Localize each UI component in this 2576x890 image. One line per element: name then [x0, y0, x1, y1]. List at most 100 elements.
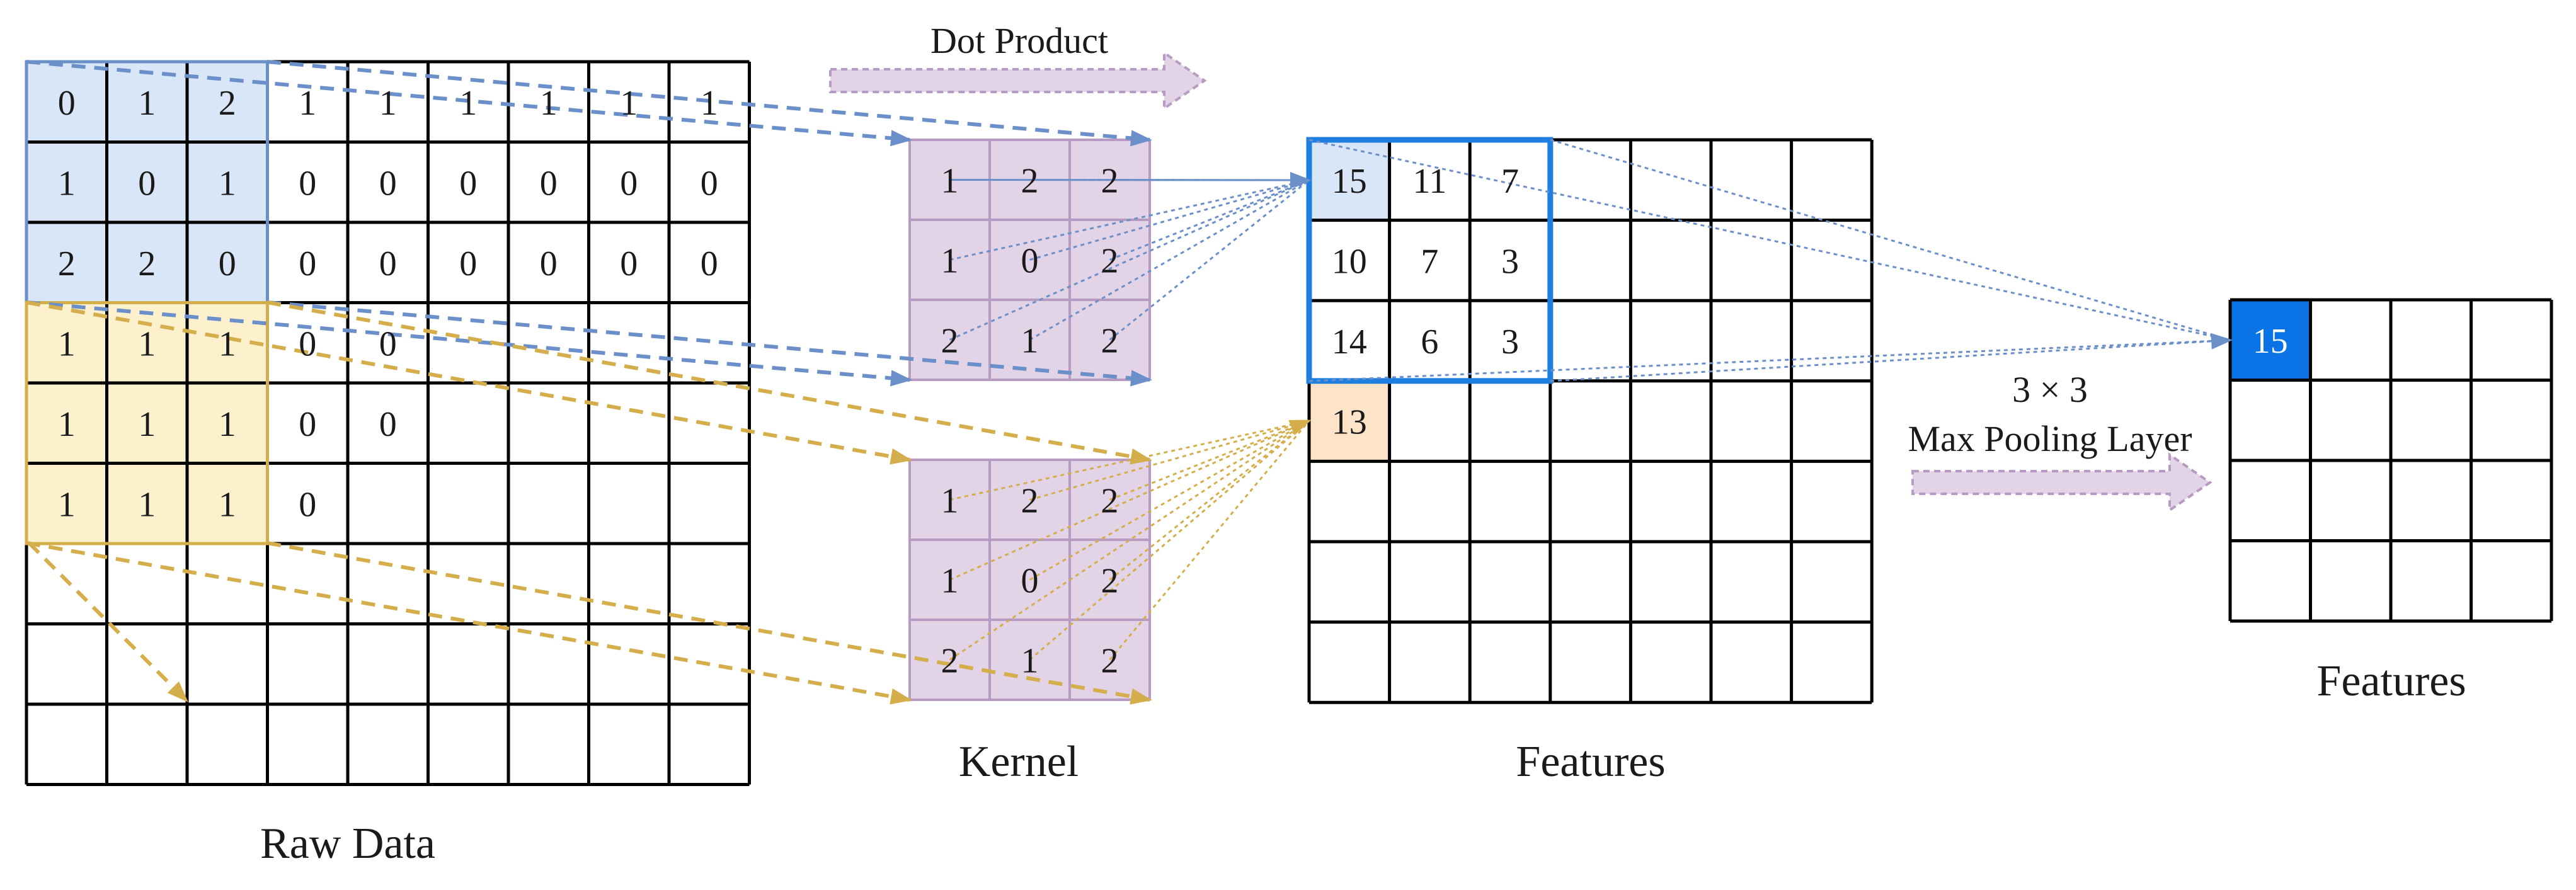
raw-data-cell: 0 — [138, 164, 156, 203]
raw-window-yellow — [26, 302, 268, 544]
raw-data-cell: 0 — [58, 84, 76, 123]
raw-data-cell: 0 — [620, 244, 638, 283]
kernel-bottom-cell: 2 — [1101, 562, 1119, 601]
max-pooling-arrow: 3 × 3 Max Pooling Layer — [1908, 369, 2212, 513]
max-pooling-label: Max Pooling Layer — [1908, 418, 2192, 459]
raw-data-cell: 1 — [219, 485, 236, 524]
raw-data-cell: 1 — [219, 405, 236, 444]
raw-to-kernel-bottom-line — [26, 300, 912, 465]
kernel-top-cell: 2 — [941, 322, 959, 361]
kernel-top-to-feature-line — [1109, 179, 1310, 181]
kernel-bottom-cell: 1 — [941, 562, 959, 601]
raw-data-cell: 0 — [459, 244, 477, 283]
feature-cell: 6 — [1421, 322, 1438, 362]
connector-lines — [26, 60, 2233, 705]
kernel-top-cell: 0 — [1021, 242, 1039, 281]
pool-to-output-line — [1308, 139, 2231, 341]
stride-arrow — [27, 541, 188, 702]
raw-to-kernel-bottom-line — [266, 300, 1152, 465]
feature-cell: 10 — [1332, 242, 1367, 281]
raw-data-cell: 0 — [701, 244, 718, 283]
raw-data-cell: 0 — [701, 164, 718, 203]
kernel-top-cell: 1 — [941, 242, 959, 281]
raw-data-grid — [25, 60, 751, 786]
pooled-grid — [2228, 298, 2553, 623]
raw-data-cell: 1 — [701, 84, 718, 123]
kernel-bottom-to-feature-line — [1109, 419, 1310, 581]
raw-data-cell: 1 — [58, 485, 76, 524]
kernel-bottom-cell: 2 — [941, 642, 959, 681]
raw-data-cell: 2 — [219, 84, 236, 123]
raw-data-cell: 1 — [138, 84, 156, 123]
pooled-features-label: Features — [2316, 657, 2466, 705]
raw-data-cell: 1 — [540, 84, 558, 123]
raw-data-cell: 1 — [58, 324, 76, 363]
raw-data-cell: 0 — [620, 164, 638, 203]
kernel-top-cell: 2 — [1101, 162, 1119, 201]
kernel-bottom-to-feature-line — [1109, 420, 1310, 661]
raw-data-cell: 0 — [379, 324, 397, 363]
pool-to-output-line — [1550, 333, 2233, 382]
raw-data-cell: 0 — [299, 324, 316, 363]
raw-data-cell: 0 — [540, 164, 558, 203]
raw-data-cell: 1 — [219, 164, 236, 203]
raw-data-cell: 1 — [299, 84, 316, 123]
kernel-bottom-to-feature-line — [949, 419, 1310, 501]
kernel-top-to-feature-line — [949, 179, 1310, 341]
pool-to-output-line — [1308, 339, 2231, 382]
feature-cell: 3 — [1501, 322, 1519, 362]
raw-data-cell: 1 — [219, 324, 236, 363]
raw-data-cell: 1 — [459, 84, 477, 123]
raw-window-blue — [26, 62, 268, 303]
features-label: Features — [1516, 738, 1665, 786]
kernel-top-to-feature-line — [1109, 179, 1310, 261]
raw-data-cell: 0 — [540, 244, 558, 283]
dot-product-label: Dot Product — [930, 20, 1108, 61]
raw-data-cell: 2 — [138, 244, 156, 283]
raw-data-cell: 2 — [58, 244, 76, 283]
raw-window-yellow-outline — [25, 301, 269, 545]
raw-data-cell: 0 — [299, 485, 316, 524]
kernel-bottom-to-feature-line — [1109, 419, 1312, 501]
feature-cell: 3 — [1501, 242, 1519, 281]
grids — [25, 60, 2553, 786]
raw-data-cell: 0 — [299, 405, 316, 444]
feature-cell: 11 — [1412, 162, 1446, 201]
raw-to-kernel-top-line — [26, 60, 912, 147]
kernel-top-cell: 1 — [941, 162, 959, 201]
kernel-bottom-cell: 1 — [941, 482, 959, 521]
pooled-cell-highlight — [2230, 300, 2311, 380]
kernel-bottom-to-feature-line — [949, 419, 1310, 581]
raw-data-cell: 1 — [379, 84, 397, 123]
kernel-bottom-cell: 2 — [1021, 482, 1039, 521]
raw-data-cell: 0 — [299, 244, 316, 283]
raw-data-cell: 1 — [138, 485, 156, 524]
feature-cell: 7 — [1421, 242, 1438, 281]
kernel-bottom-to-feature-line — [1029, 419, 1310, 501]
kernel-bottom-to-feature-line — [1029, 419, 1310, 581]
raw-data-cell: 1 — [58, 405, 76, 444]
kernel-bottom-to-feature-line — [1029, 419, 1310, 661]
features-grid — [1307, 138, 1874, 704]
raw-to-kernel-top-line — [266, 60, 1152, 147]
raw-data-cell: 1 — [58, 164, 76, 203]
raw-to-kernel-bottom-line — [266, 541, 1152, 705]
kernel-top-to-feature-line — [1029, 179, 1310, 181]
kernel-bottom-cell: 2 — [1101, 642, 1119, 681]
kernel-top-cell: 2 — [1101, 322, 1119, 361]
raw-data-cell: 1 — [138, 324, 156, 363]
kernel-top-to-feature-line — [1029, 179, 1310, 341]
raw-data-cell: 0 — [379, 405, 397, 444]
feature-cell: 14 — [1332, 322, 1367, 362]
kernel-label: Kernel — [959, 738, 1079, 786]
pool-size-label: 3 × 3 — [2012, 369, 2088, 410]
feature-cell: 7 — [1501, 162, 1519, 201]
raw-data-cell: 0 — [299, 164, 316, 203]
kernel-bottom-cell: 0 — [1021, 562, 1039, 601]
feature-cell: 13 — [1332, 403, 1367, 442]
dot-product-arrow: Dot Product — [829, 20, 1207, 111]
kernel-top-to-feature-line — [1029, 179, 1310, 261]
kernel-top-cell: 2 — [1101, 242, 1119, 281]
feature-cell: 15 — [1332, 162, 1367, 201]
